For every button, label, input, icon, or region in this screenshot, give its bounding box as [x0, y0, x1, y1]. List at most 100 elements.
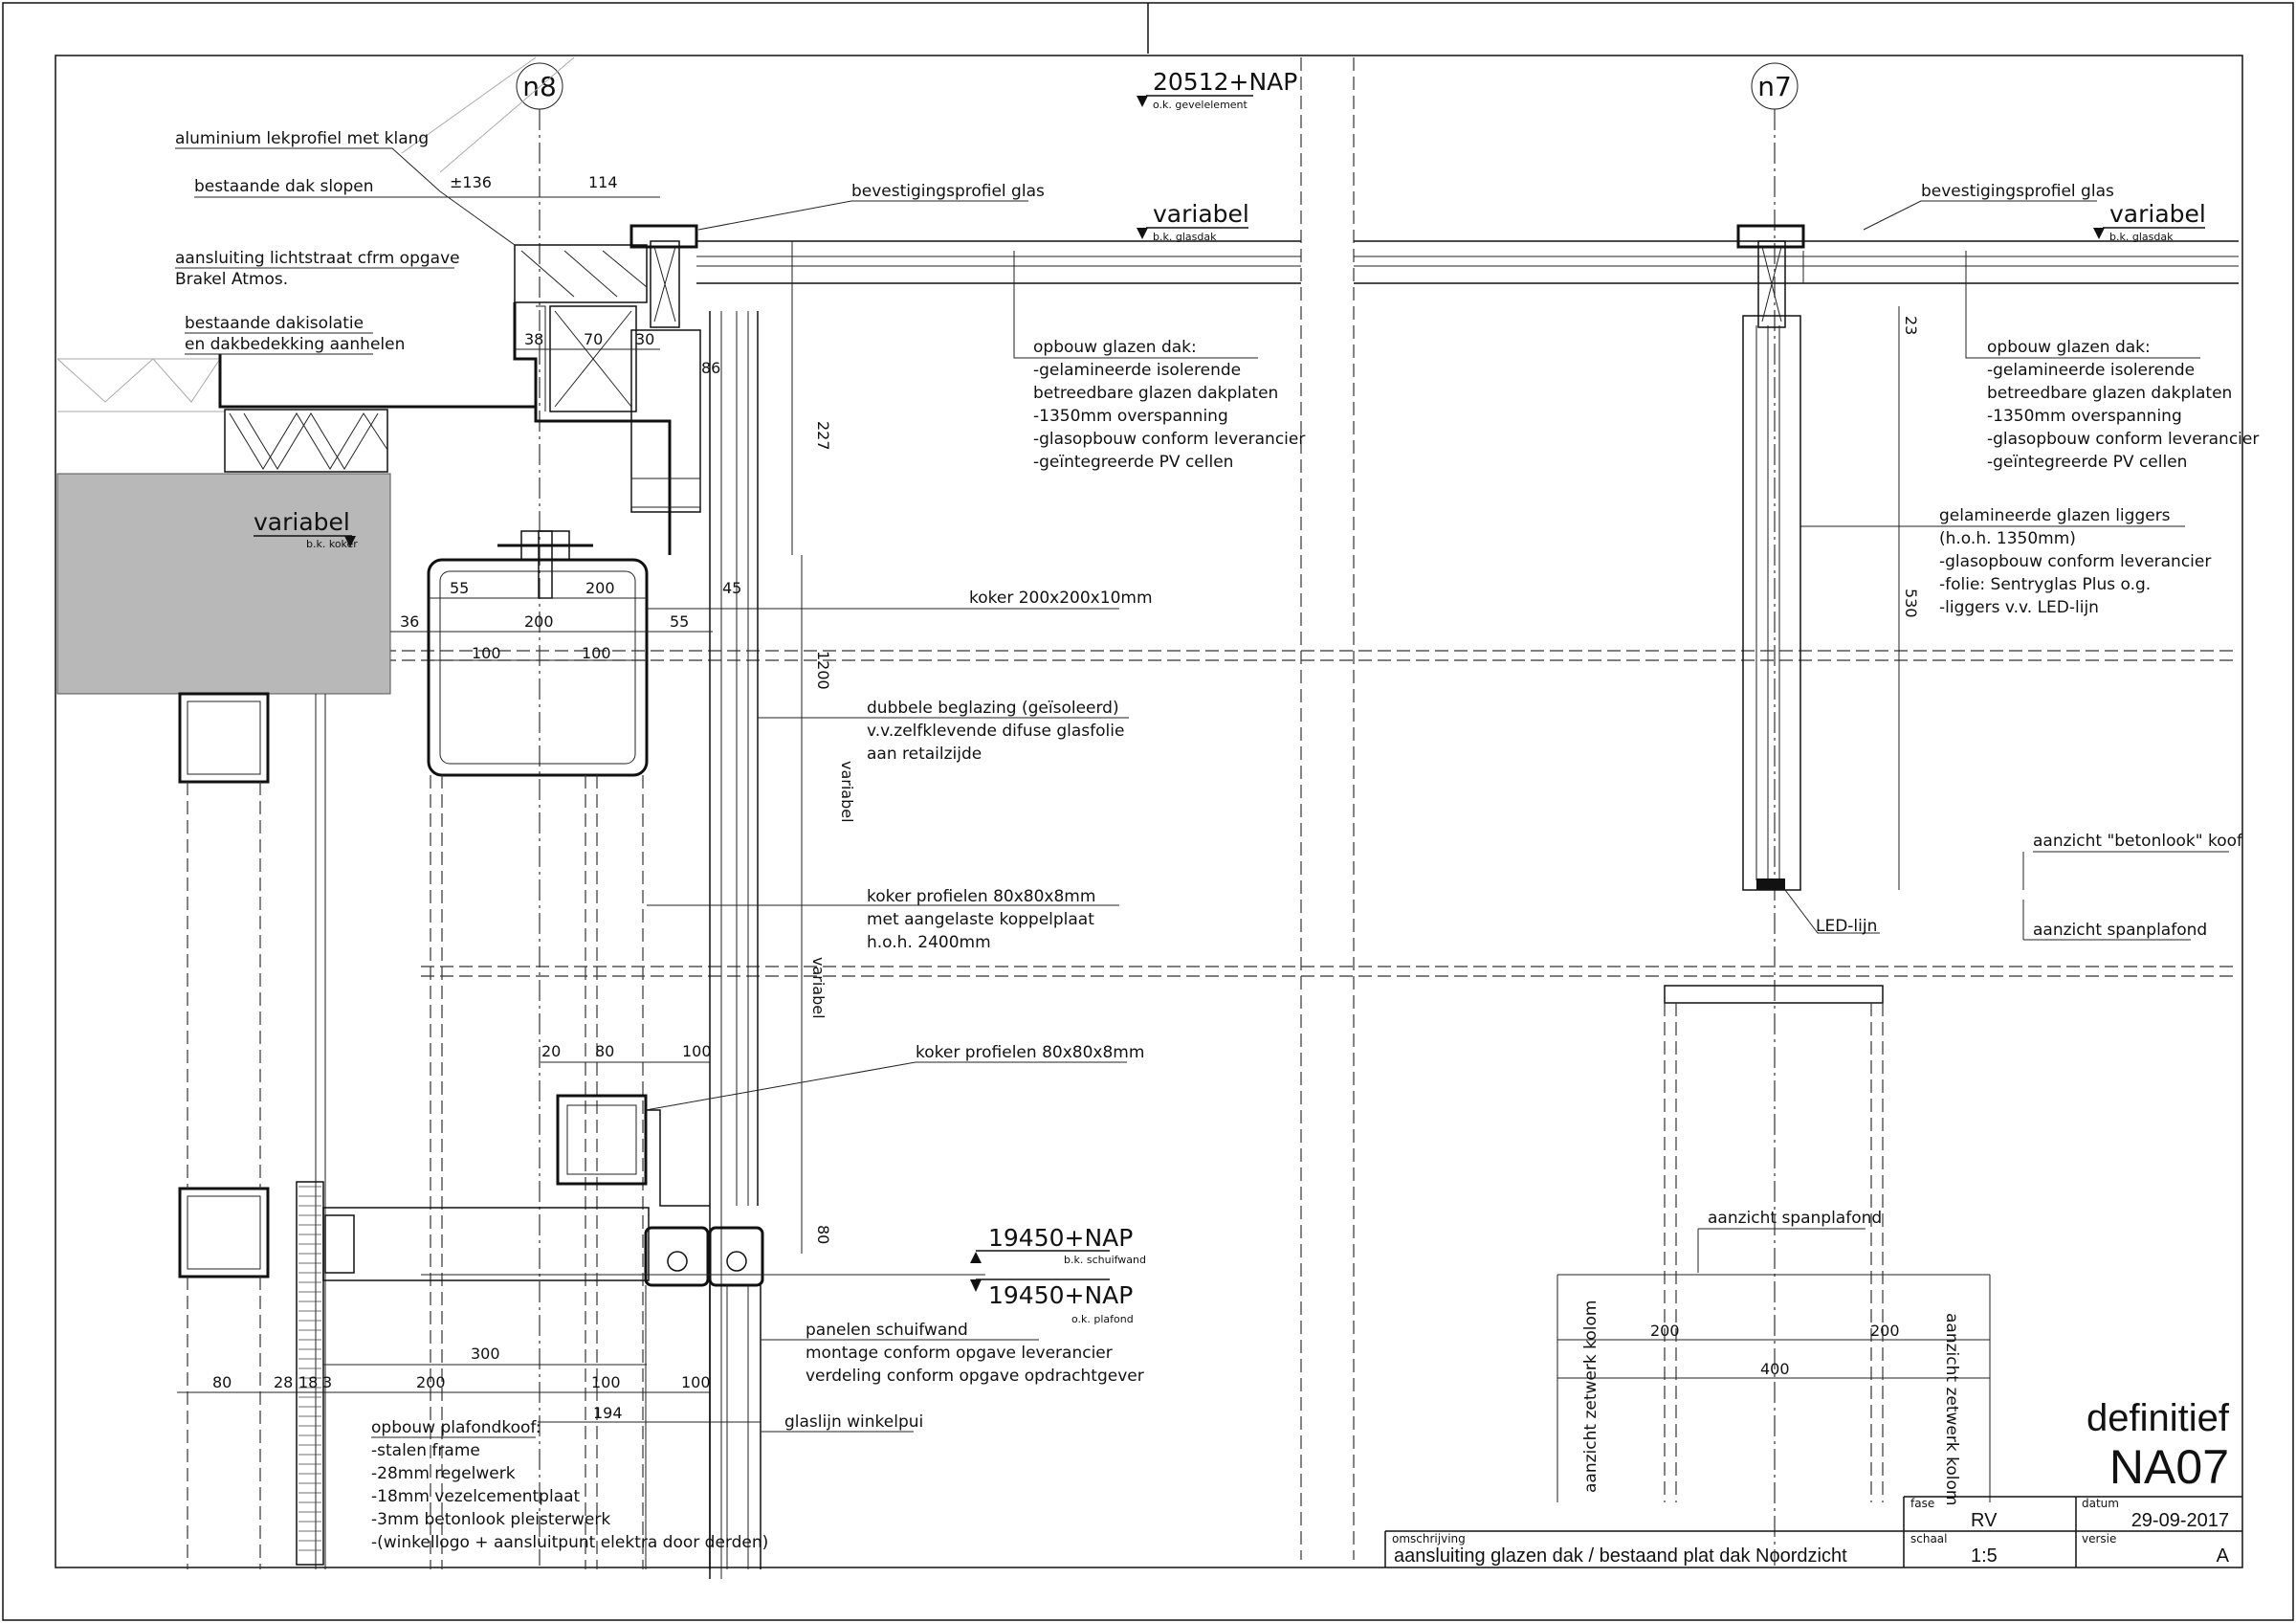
label-spanplafond-right: aanzicht spanplafond: [2033, 921, 2207, 940]
svg-text:3: 3: [322, 1373, 332, 1391]
dim-136: ±136: [450, 173, 492, 191]
aluminium-mullion: [630, 329, 701, 513]
svg-text:30: 30: [635, 330, 654, 348]
led-strip: [1756, 878, 1785, 890]
svg-text:36: 36: [400, 612, 419, 631]
right-detail: n7: [1354, 62, 2239, 1566]
svg-text:227: 227: [814, 421, 832, 451]
svg-text:200: 200: [1650, 1322, 1680, 1340]
level-markers-left: 20512+NAP o.k. gevelelement variabel b.k…: [254, 68, 1297, 1325]
svg-text:80: 80: [212, 1373, 232, 1391]
drawing-status: definitief: [2086, 1397, 2230, 1439]
grid-label-n7: n7: [1757, 71, 1792, 102]
ceiling-frame-rail: [322, 1207, 650, 1281]
svg-text:530: 530: [1902, 589, 1920, 618]
existing-column-lower: [178, 1187, 270, 1278]
sliding-wall-rail-b: [708, 1226, 764, 1287]
svg-text:1200: 1200: [814, 651, 832, 690]
svg-text:200: 200: [524, 612, 554, 631]
svg-text:-glasopbouw conform leverancie: -glasopbouw conform leverancier: [1987, 430, 2259, 449]
svg-text:schaal: schaal: [1910, 1532, 1948, 1545]
level-top-marker: [1137, 96, 1148, 107]
curb-beam: [514, 244, 648, 303]
plafondkoof-title: opbouw plafondkoof:: [371, 1418, 541, 1437]
svg-text:100: 100: [681, 1373, 711, 1391]
steel-box-section-80: [556, 1094, 648, 1186]
label-dakbedekking: en dakbedekking aanhelen: [185, 335, 405, 354]
svg-text:b.k. schuifwand: b.k. schuifwand: [1064, 1254, 1146, 1266]
gasket-block: [650, 240, 680, 328]
dim-variabel-1: variabel: [838, 761, 856, 823]
label-zetwerk-left: aanzicht zetwerk kolom: [1581, 1301, 1601, 1493]
label-aansluiting-lichtstraat: aansluiting lichtstraat cfrm opgave: [175, 249, 460, 268]
left-annotations: aluminium lekprofiel met klang bestaande…: [175, 129, 1305, 1552]
svg-text:o.k. plafond: o.k. plafond: [1071, 1313, 1134, 1325]
roof-flashing: [218, 354, 536, 409]
title-block: definitief NA07 fase RV datum 29-09-2017…: [1384, 1397, 2242, 1567]
label-led-lijn: LED-lijn: [1816, 917, 1877, 936]
svg-text:h.o.h. 2400mm: h.o.h. 2400mm: [867, 933, 991, 952]
svg-text:-glasopbouw conform leverancie: -glasopbouw conform leverancier: [1939, 552, 2211, 571]
panelen-title: panelen schuifwand: [806, 1321, 968, 1340]
svg-text:-1350mm overspanning: -1350mm overspanning: [1033, 407, 1228, 426]
svg-text:20: 20: [541, 1042, 561, 1060]
svg-text:betreedbare glazen dakplaten: betreedbare glazen dakplaten: [1033, 384, 1278, 403]
svg-text:-glasopbouw conform leverancie: -glasopbouw conform leverancier: [1033, 430, 1305, 449]
glass-clamp-profile: [629, 224, 698, 249]
svg-text:-3mm betonlook pleisterwerk: -3mm betonlook pleisterwerk: [371, 1510, 610, 1529]
omschrijving-value: aansluiting glazen dak / bestaand plat d…: [1394, 1545, 1847, 1567]
svg-text:-stalen frame: -stalen frame: [371, 1441, 480, 1460]
label-brakel: Brakel Atmos.: [175, 270, 288, 289]
svg-text:-geïntegreerde PV cellen: -geïntegreerde PV cellen: [1033, 453, 1233, 472]
sliding-wall-rail-a: [644, 1226, 710, 1287]
svg-text:80: 80: [814, 1225, 832, 1244]
dim-114: 114: [588, 173, 618, 191]
existing-column-upper: [178, 692, 270, 784]
svg-text:100: 100: [591, 1373, 621, 1391]
svg-text:70: 70: [584, 330, 603, 348]
koof-top: [1664, 985, 1884, 1004]
beglazing-title: dubbele beglazing (geïsoleerd): [867, 699, 1119, 718]
svg-text:28: 28: [274, 1373, 293, 1391]
svg-text:300: 300: [471, 1345, 500, 1363]
svg-text:200: 200: [416, 1373, 446, 1391]
label-koker-200: koker 200x200x10mm: [969, 589, 1153, 608]
right-annotations: bevestigingsprofiel glas variabel b.k. g…: [1557, 182, 2259, 1505]
label-spanplafond-center: aanzicht spanplafond: [1708, 1209, 1882, 1228]
svg-text:datum: datum: [2082, 1497, 2119, 1510]
svg-text:100: 100: [582, 644, 611, 662]
label-bevestigingsprofiel-left: bevestigingsprofiel glas: [851, 182, 1045, 201]
svg-text:-(winkellogo + aansluitpunt el: -(winkellogo + aansluitpunt elektra door…: [371, 1533, 768, 1552]
svg-text:-28mm regelwerk: -28mm regelwerk: [371, 1464, 516, 1483]
level-schuifwand-value: 19450+NAP: [988, 1224, 1133, 1252]
svg-text:-geïntegreerde PV cellen: -geïntegreerde PV cellen: [1987, 453, 2187, 472]
svg-text:montage conform opgave leveran: montage conform opgave leverancier: [806, 1344, 1113, 1363]
sheet-number: NA07: [2109, 1440, 2229, 1494]
fase-value: RV: [1971, 1510, 1998, 1531]
svg-text:o.k. gevelelement: o.k. gevelelement: [1153, 99, 1248, 111]
svg-text:38: 38: [524, 330, 543, 348]
timber-upstand: [549, 305, 637, 412]
label-dak-slopen: bestaande dak slopen: [194, 177, 374, 196]
level-top-value: 20512+NAP: [1153, 68, 1297, 96]
versie-value: A: [2217, 1545, 2230, 1567]
label-zetwerk-right: aanzicht zetwerk kolom: [1942, 1313, 1961, 1505]
dimensions-left: ±136 114 38 70 30 86 227 55 200 45 36 20…: [177, 173, 856, 1423]
svg-text:100: 100: [682, 1042, 712, 1060]
svg-text:100: 100: [472, 644, 501, 662]
glass-clamp-profile-right: [1736, 224, 1805, 249]
svg-text:met aangelaste koppelplaat: met aangelaste koppelplaat: [867, 910, 1094, 929]
svg-text:-18mm vezelcementplaat: -18mm vezelcementplaat: [371, 1487, 581, 1506]
dim-variabel-2: variabel: [809, 957, 828, 1019]
existing-roof-build-up: [224, 409, 388, 473]
svg-text:-gelamineerde isolerende: -gelamineerde isolerende: [1987, 361, 2195, 380]
svg-text:55: 55: [450, 579, 469, 597]
svg-text:b.k. glasdak: b.k. glasdak: [2109, 231, 2174, 243]
existing-concrete-slab: [56, 473, 391, 695]
svg-text:18: 18: [298, 1373, 318, 1391]
label-betonlook-koof: aanzicht "betonlook" koof: [2033, 832, 2243, 851]
svg-text:omschrijving: omschrijving: [1392, 1532, 1466, 1545]
svg-text:(h.o.h. 1350mm): (h.o.h. 1350mm): [1939, 529, 2076, 548]
svg-text:b.k. glasdak: b.k. glasdak: [1153, 231, 1217, 243]
